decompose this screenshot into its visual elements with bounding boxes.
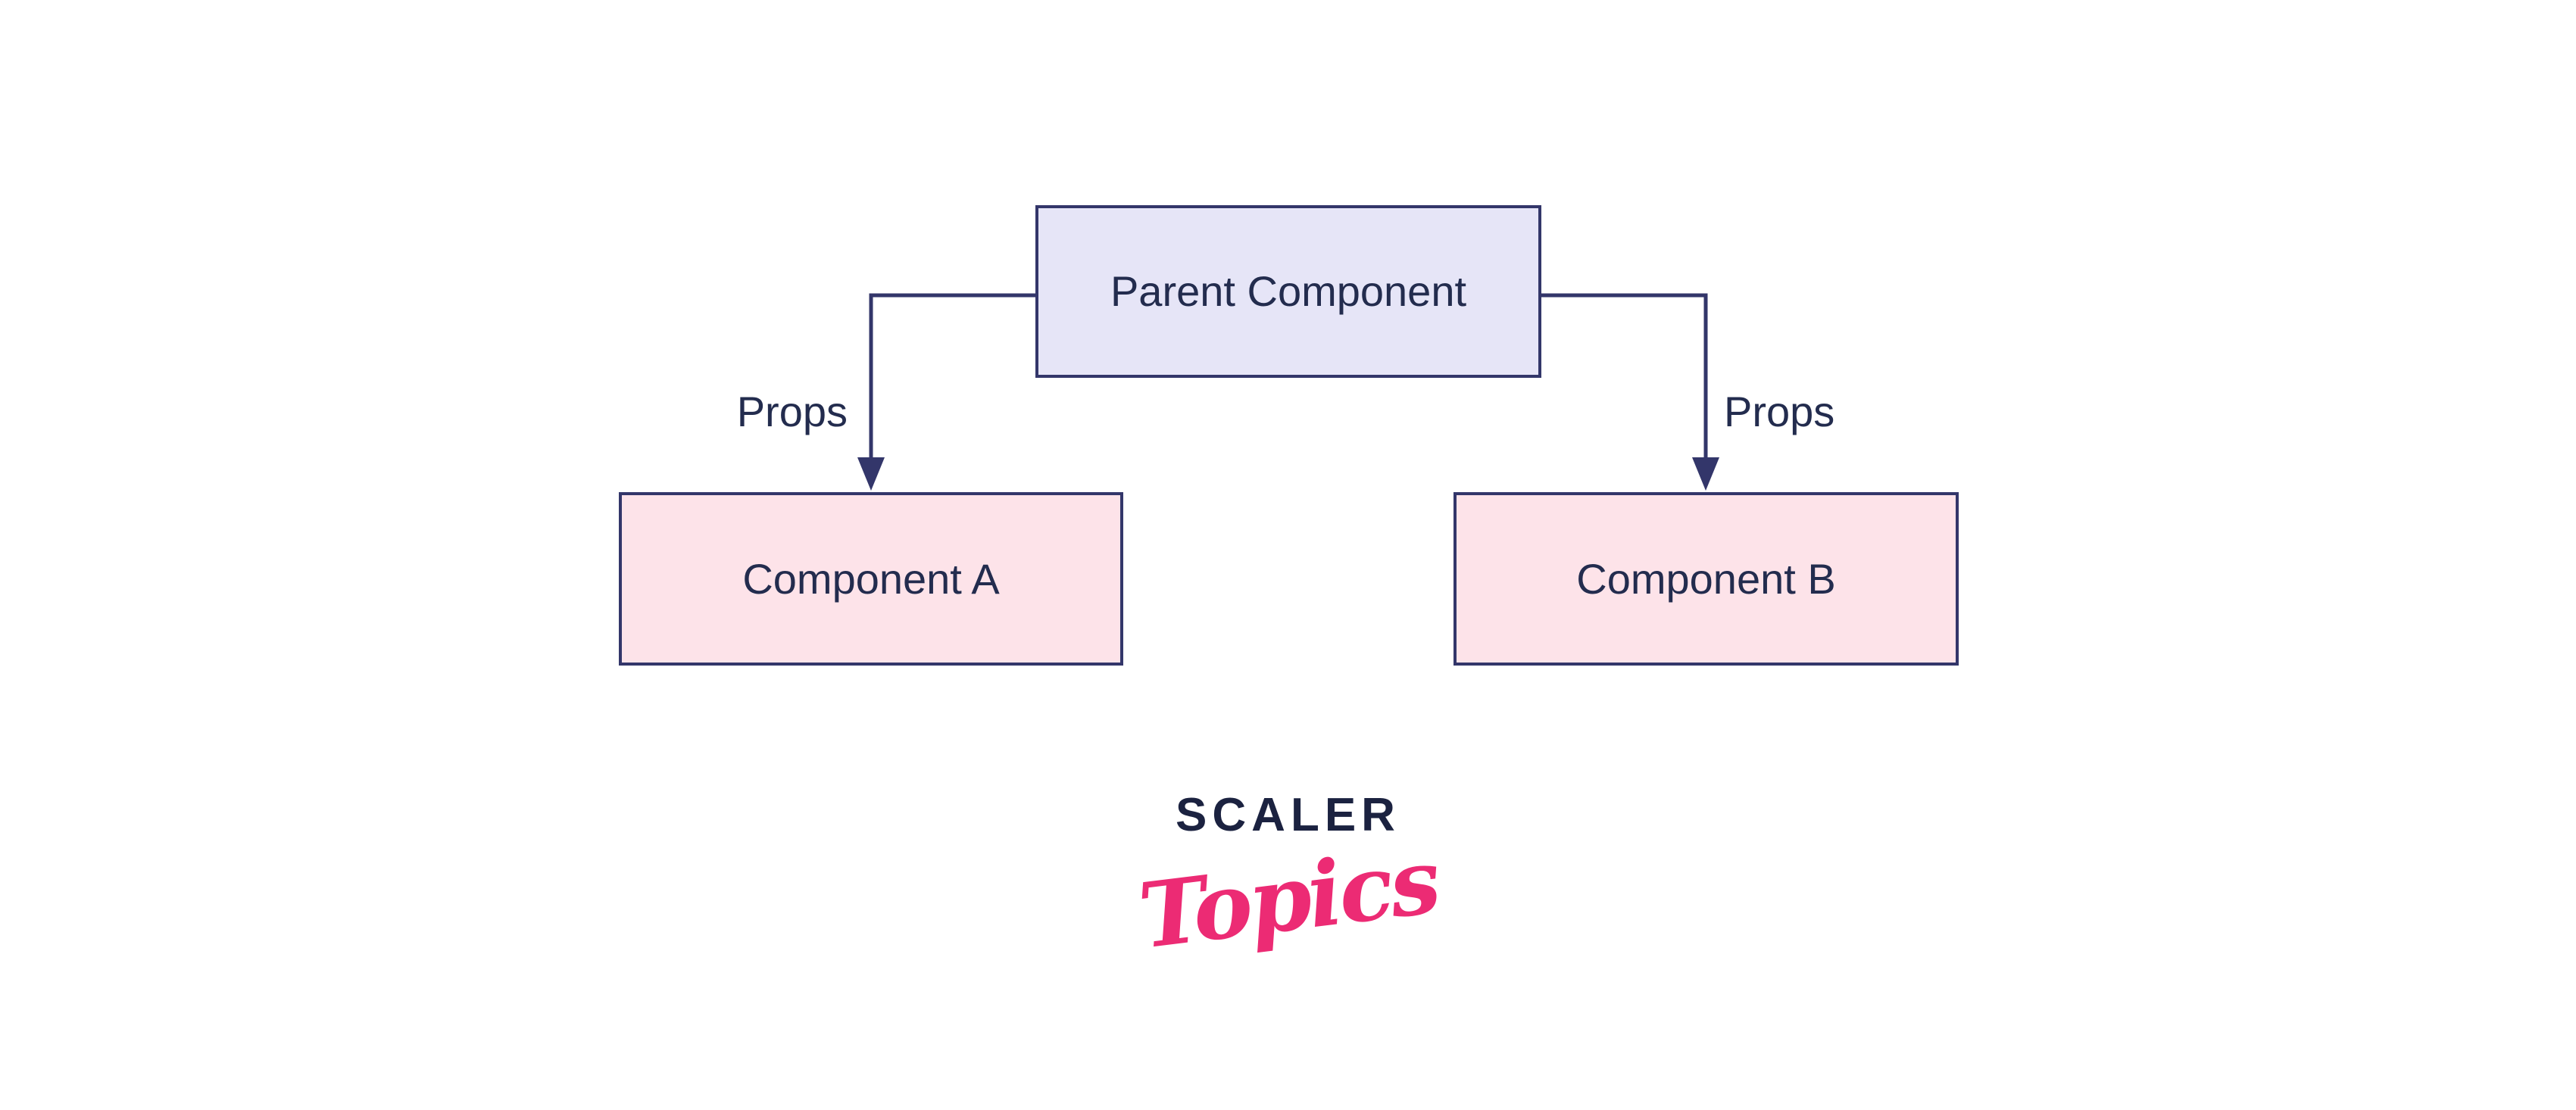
parent-component-node: Parent Component <box>1035 205 1541 378</box>
component-b-node: Component B <box>1453 492 1959 666</box>
arrowhead-down-icon <box>857 457 885 491</box>
scaler-topics-logo: SCALER Topics <box>1133 789 1443 969</box>
props-arrow-right <box>1541 293 1719 491</box>
scaler-wordmark: SCALER <box>1176 789 1400 841</box>
props-arrow-left <box>857 293 1035 491</box>
arrowhead-down-icon <box>1692 457 1719 491</box>
component-a-node: Component A <box>619 492 1123 666</box>
component-a-label: Component A <box>742 554 1000 603</box>
props-label-right: Props <box>1724 388 1835 435</box>
component-b-label: Component B <box>1576 554 1836 603</box>
parent-component-label: Parent Component <box>1110 267 1467 315</box>
props-label-left: Props <box>736 388 848 435</box>
topics-wordmark: Topics <box>1133 828 1443 969</box>
